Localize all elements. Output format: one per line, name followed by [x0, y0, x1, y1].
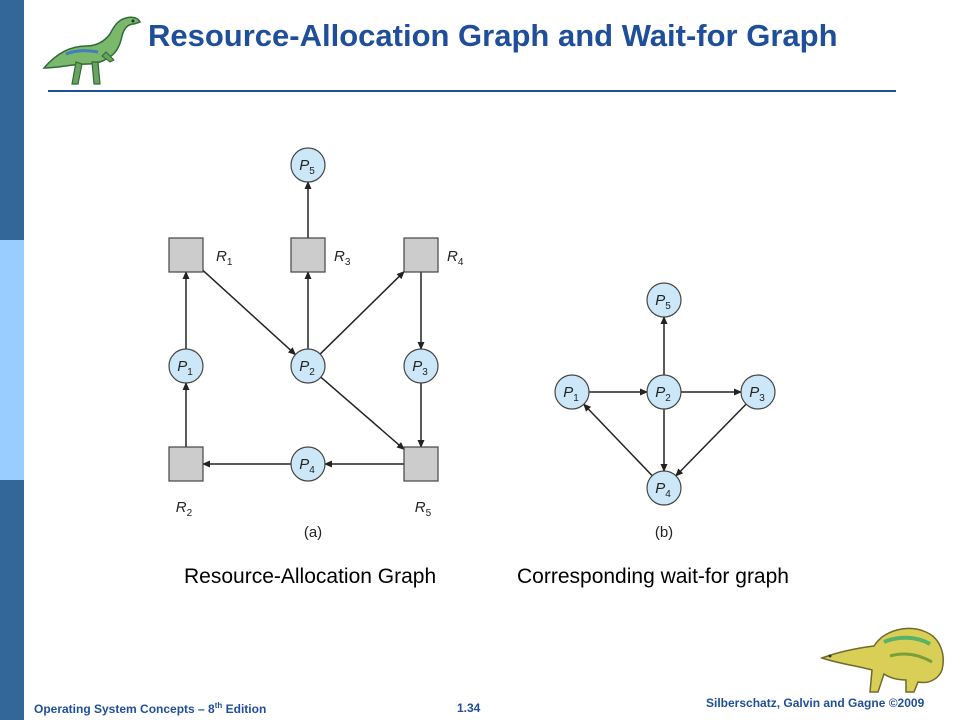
edge-b-p4-to-p1 — [583, 403, 653, 477]
process-p4-node — [290, 446, 326, 482]
resource-r5-label: R5 — [415, 499, 432, 519]
process-p1-node — [168, 348, 204, 384]
resource-r4-label: R4 — [447, 248, 464, 268]
process-p5-node — [290, 147, 326, 183]
resource-r1-label: R1 — [216, 248, 233, 268]
diagram-a-label: (a) — [304, 524, 322, 541]
dinosaur-footer-icon — [819, 627, 944, 693]
wait-process-p2-label-subscript: 2 — [665, 393, 671, 404]
wait-process-p1-node — [554, 374, 590, 410]
process-p3-node — [403, 348, 439, 384]
wait-process-p1-label-letter: P — [563, 384, 573, 401]
resource-r4-label-subscript: 4 — [458, 257, 464, 268]
process-p4-label-letter: P — [299, 456, 309, 473]
resource-r3-label-letter: R — [334, 248, 345, 265]
wait-process-p3-label-subscript: 3 — [759, 393, 765, 404]
wait-process-p1-label: P1 — [563, 384, 579, 404]
process-p2-label-letter: P — [299, 358, 309, 375]
resource-r2-label-subscript: 2 — [187, 508, 193, 519]
caption-wait-for-graph: Corresponding wait-for graph — [517, 565, 789, 588]
resource-r2-label-letter: R — [176, 499, 187, 516]
wait-process-p4-label-letter: P — [655, 480, 665, 497]
left-band-top — [0, 0, 24, 240]
wait-process-p3-node — [740, 374, 776, 410]
wait-process-p3-label-letter: P — [749, 384, 759, 401]
process-p1-label: P1 — [177, 358, 193, 378]
resource-r3-label-subscript: 3 — [345, 257, 351, 268]
wait-process-p1-label-subscript: 1 — [573, 393, 579, 404]
process-p1-label-letter: P — [177, 358, 187, 375]
process-p4-label-subscript: 4 — [309, 465, 315, 476]
process-p4-label: P4 — [299, 456, 315, 476]
wait-process-p2-label: P2 — [655, 384, 671, 404]
resource-r2-label: R2 — [176, 499, 193, 519]
resource-r2-node — [168, 446, 204, 482]
resource-r4-label-letter: R — [447, 248, 458, 265]
edge-a-r1-to-p2 — [202, 269, 297, 356]
resource-r3-label: R3 — [334, 248, 351, 268]
allocation-graph-edges — [182, 181, 425, 468]
edge-b-p3-to-p4 — [675, 403, 747, 477]
process-p5-label-letter: P — [299, 157, 309, 174]
resource-r3-node — [290, 237, 326, 273]
resource-r1-node — [168, 237, 204, 273]
title-underline — [48, 90, 896, 92]
process-p5-label: P5 — [299, 157, 315, 177]
edge-a-p2-to-r5 — [320, 376, 405, 450]
process-p2-label-subscript: 2 — [309, 367, 315, 378]
left-band-bottom — [0, 480, 24, 720]
resource-r5-label-subscript: 5 — [426, 508, 432, 519]
diagram-b-label: (b) — [655, 524, 673, 541]
wait-process-p4-label: P4 — [655, 480, 671, 500]
footer-page-number: 1.34 — [457, 701, 481, 715]
wait-process-p5-label-letter: P — [655, 292, 665, 309]
process-p2-node — [290, 348, 326, 384]
left-band-middle — [0, 240, 24, 480]
wait-process-p2-node — [646, 374, 682, 410]
wait-process-p3-label: P3 — [749, 384, 765, 404]
resource-r5-label-letter: R — [415, 499, 426, 516]
resource-r4-node — [403, 237, 439, 273]
wait-for-graph-edges — [583, 316, 747, 477]
dinosaur-logo-icon — [42, 16, 142, 85]
resource-r5-node — [403, 446, 439, 482]
process-p1-label-subscript: 1 — [187, 367, 193, 378]
process-p3-label-letter: P — [412, 358, 422, 375]
process-p2-label: P2 — [299, 358, 315, 378]
wait-process-p4-label-subscript: 4 — [665, 489, 671, 500]
process-p5-label-subscript: 5 — [309, 166, 315, 177]
page-title: Resource-Allocation Graph and Wait-for G… — [148, 18, 838, 53]
wait-process-p2-label-letter: P — [655, 384, 665, 401]
wait-process-p5-label: P5 — [655, 292, 671, 312]
resource-r1-label-subscript: 1 — [227, 257, 233, 268]
resource-r1-label-letter: R — [216, 248, 227, 265]
wait-process-p5-node — [646, 282, 682, 318]
edge-a-p2-to-r4 — [319, 270, 405, 355]
process-p3-label-subscript: 3 — [422, 367, 428, 378]
caption-resource-allocation-graph: Resource-Allocation Graph — [184, 565, 437, 588]
wait-process-p4-node — [646, 470, 682, 506]
footer-course-title: Operating System Concepts – 8th Edition — [34, 701, 267, 716]
process-p3-label: P3 — [412, 358, 428, 378]
wait-process-p5-label-subscript: 5 — [665, 301, 671, 312]
footer-copyright: Silberschatz, Galvin and Gagne ©2009 — [706, 696, 925, 710]
